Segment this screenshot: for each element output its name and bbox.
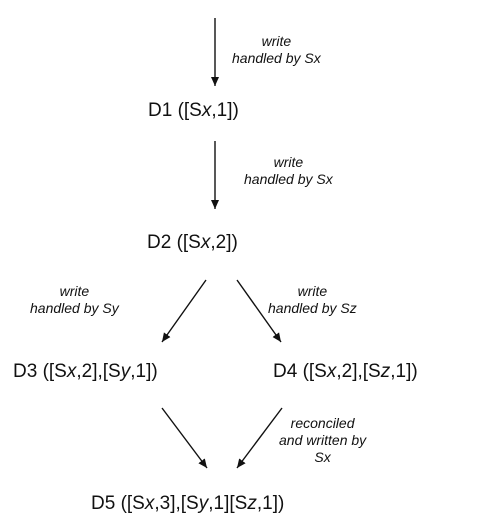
edge-label-d1-to-d2: write handled by Sx: [244, 154, 333, 187]
node-d3: D3 ([Sx,2],[Sy,1]): [13, 361, 158, 382]
node-d2: D2 ([Sx,2]): [147, 232, 238, 253]
node-d1: D1 ([Sx,1]): [148, 100, 239, 121]
edge-label-d4-to-d5: reconciled and written by Sx: [279, 415, 367, 465]
arrow-d4-to-d5: [236, 407, 283, 469]
arrow-d3-to-d5: [161, 407, 208, 469]
edge-label-d2-to-d3: write handled by Sy: [30, 283, 119, 316]
edge-label-into-d1: write handled by Sx: [232, 33, 321, 66]
arrow-d2-to-d3: [161, 279, 207, 343]
node-d4: D4 ([Sx,2],[Sz,1]): [273, 361, 418, 382]
arrow-d2-to-d4: [236, 279, 282, 343]
node-d5: D5 ([Sx,3],[Sy,1][Sz,1]): [91, 493, 285, 514]
edge-label-d2-to-d4: write handled by Sz: [268, 283, 357, 316]
